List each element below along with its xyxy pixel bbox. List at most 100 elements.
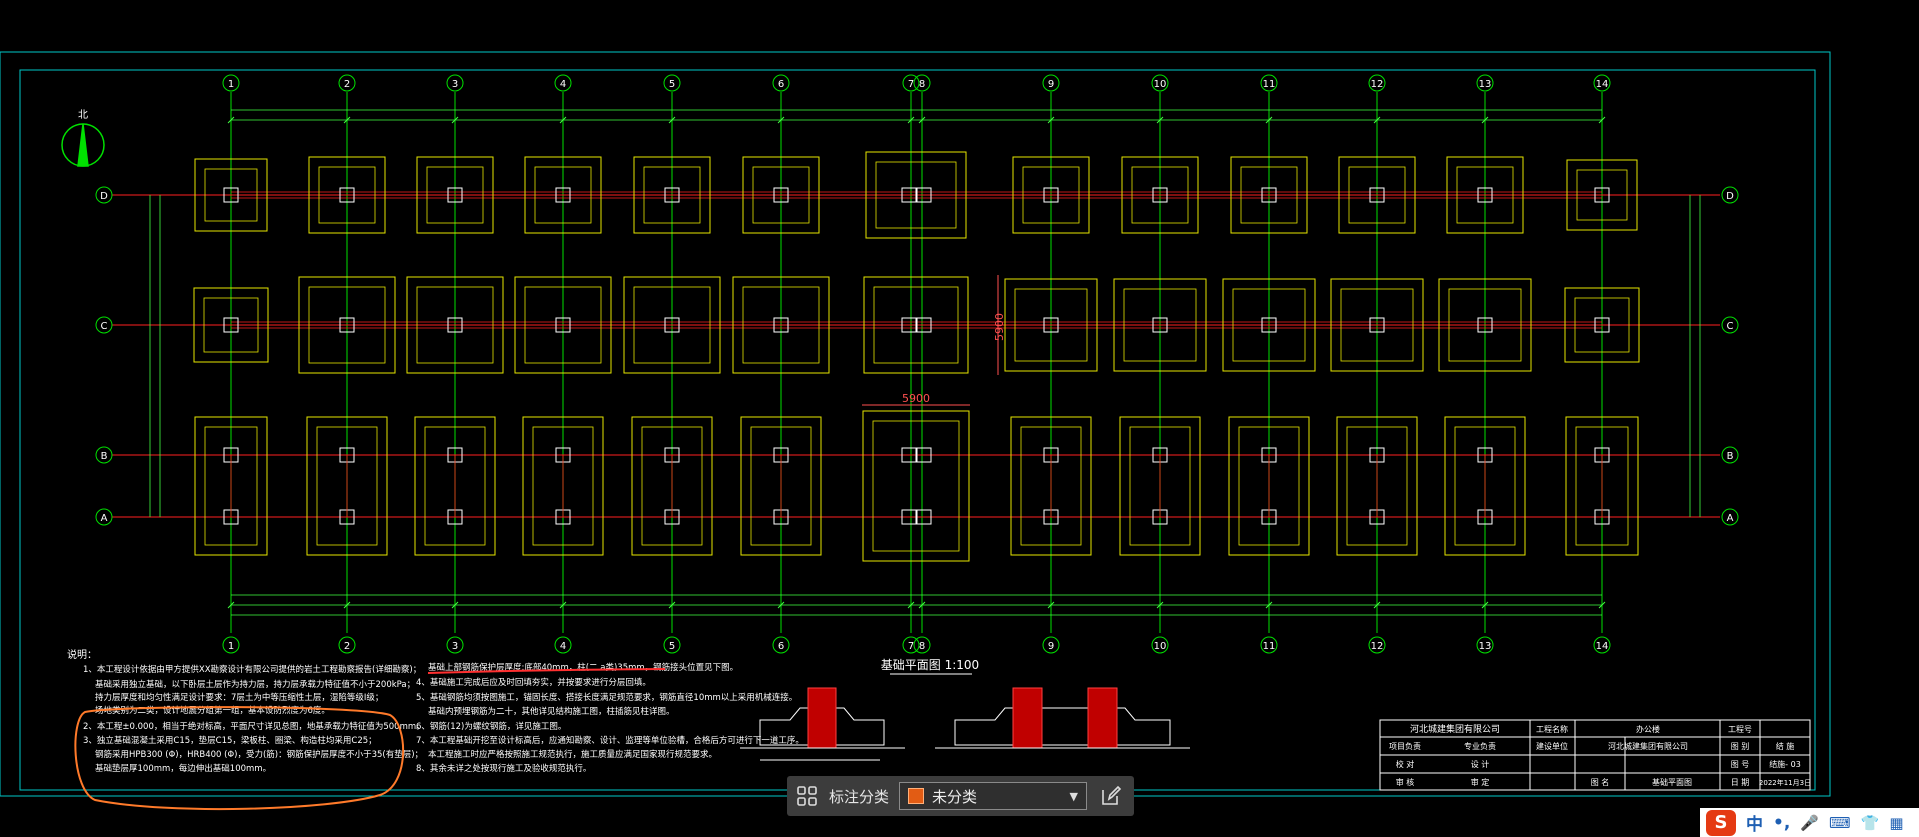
tb-drawing-label: 图 别 bbox=[1731, 742, 1750, 751]
note-line: 基础上部钢筋保护层厚度:底部40mm，柱(二 a类)35mm，钢筋接头位置见下图… bbox=[428, 662, 738, 673]
column bbox=[916, 187, 932, 203]
column bbox=[1477, 317, 1493, 333]
footing-row-d-step bbox=[1131, 166, 1189, 224]
footing-row-c-step bbox=[1232, 288, 1306, 362]
axis-bubble bbox=[1721, 316, 1739, 334]
title-block-text: 河北城建集团有限公司 工程名称 办公楼 工程号 建设单位 河北城建集团有限公司 … bbox=[1389, 723, 1811, 787]
column bbox=[447, 187, 463, 203]
axis-letter: A bbox=[101, 513, 108, 524]
footing-row-ba-step bbox=[1346, 426, 1408, 546]
grid-icon[interactable] bbox=[795, 784, 819, 808]
annotation-toolbar: 标注分类 未分类 ▼ bbox=[787, 776, 1134, 816]
tb-role: 审 核 bbox=[1396, 777, 1415, 787]
column bbox=[773, 317, 789, 333]
category-select[interactable]: 未分类 ▼ bbox=[899, 782, 1088, 810]
axis-bubble bbox=[1151, 74, 1169, 92]
axis-bubble bbox=[1721, 508, 1739, 526]
axis-number: 11 bbox=[1263, 79, 1276, 90]
note-line: 钢筋采用HPB300 (Φ)，HRB400 (Φ)，受力(筋)：钢筋保护层厚度不… bbox=[95, 749, 423, 760]
dimension-tick bbox=[918, 601, 926, 609]
axis-number: 8 bbox=[919, 79, 925, 90]
ime-toolbar: S 中 •, 🎤 ⌨ 👕 ▦ bbox=[1700, 808, 1919, 837]
note-line: 8、其余未详之处按现行施工及验收规范执行。 bbox=[416, 763, 591, 774]
dimension-tick bbox=[907, 116, 915, 124]
axis-bubble bbox=[663, 74, 681, 92]
axis-number: 14 bbox=[1596, 641, 1609, 652]
footing-row-ba bbox=[1444, 416, 1526, 556]
microphone-icon[interactable]: 🎤 bbox=[1800, 813, 1820, 832]
tb-role: 设 计 bbox=[1471, 759, 1490, 769]
category-color-swatch bbox=[908, 788, 925, 804]
footing-row-ba bbox=[306, 416, 388, 556]
dimension-tick bbox=[1265, 116, 1273, 124]
footing-row-ba-step bbox=[1238, 426, 1300, 546]
dimension-tick bbox=[907, 601, 915, 609]
footing-row-d-step bbox=[204, 168, 258, 222]
note-line: 基础采用独立基础，以下卧层土层作为持力层，持力层承载力特征值不小于200kPa； bbox=[95, 679, 415, 690]
footing-row-ba bbox=[194, 416, 268, 556]
footing-row-d bbox=[742, 156, 820, 234]
ime-mode-toggle[interactable]: 中 bbox=[1746, 815, 1763, 835]
axis-number: 13 bbox=[1479, 79, 1492, 90]
axis-bubble bbox=[772, 74, 790, 92]
ime-punct-toggle[interactable]: •, bbox=[1773, 812, 1791, 833]
column bbox=[664, 187, 680, 203]
markup-ellipse bbox=[74, 706, 405, 811]
axis-bubble bbox=[913, 74, 931, 92]
footing-row-d-step bbox=[1348, 166, 1406, 224]
axis-number: 2 bbox=[344, 641, 350, 652]
tb-role: 专业负责 bbox=[1464, 741, 1496, 751]
dimension-tick bbox=[918, 116, 926, 124]
note-line: 持力层厚度和均匀性满足设计要求：7层土为中等压缩性土层，湿陷等级Ⅰ级； bbox=[95, 692, 383, 703]
footing-row-d bbox=[1230, 156, 1308, 234]
column bbox=[773, 187, 789, 203]
tb-drawing-value: 结 施 bbox=[1776, 741, 1795, 751]
footing-row-c bbox=[1438, 278, 1532, 372]
footing-row-ba-step bbox=[204, 426, 258, 546]
tb-role: 审 定 bbox=[1471, 777, 1490, 787]
axis-bubble bbox=[1593, 636, 1611, 654]
axis-bubble bbox=[1368, 74, 1386, 92]
footing-row-c-step bbox=[203, 297, 259, 353]
column bbox=[555, 187, 571, 203]
axis-number: 1 bbox=[228, 79, 234, 90]
keyboard-icon[interactable]: ⌨ bbox=[1829, 813, 1851, 832]
column bbox=[223, 317, 239, 333]
axis-number: 11 bbox=[1263, 641, 1276, 652]
dimension-tick bbox=[1481, 601, 1489, 609]
axis-bubble bbox=[1476, 636, 1494, 654]
axis-letter: B bbox=[101, 451, 108, 462]
note-line: 4、基础施工完成后应及时回填夯实，并按要求进行分层回填。 bbox=[416, 677, 651, 688]
footing-row-ba bbox=[740, 416, 822, 556]
footing-row-d-step bbox=[752, 166, 810, 224]
footing-row-d bbox=[865, 151, 967, 239]
axis-bubble bbox=[1151, 636, 1169, 654]
column bbox=[1369, 317, 1385, 333]
axis-bubble bbox=[95, 508, 113, 526]
axis-number: 4 bbox=[560, 641, 566, 652]
sogou-logo-icon[interactable]: S bbox=[1706, 809, 1736, 836]
footing-row-c bbox=[1564, 287, 1640, 363]
footing-row-ba bbox=[631, 416, 713, 556]
dimension-tick bbox=[559, 601, 567, 609]
dimension-tick bbox=[668, 116, 676, 124]
axis-number: 3 bbox=[452, 79, 458, 90]
axis-number: 5 bbox=[669, 79, 675, 90]
axis-bubble bbox=[1593, 74, 1611, 92]
axis-number: 9 bbox=[1048, 641, 1054, 652]
menu-grid-icon[interactable]: ▦ bbox=[1889, 813, 1904, 832]
dimension-tick bbox=[559, 116, 567, 124]
dimension-tick bbox=[1265, 601, 1273, 609]
skin-icon[interactable]: 👕 bbox=[1860, 813, 1880, 832]
dimension-tick bbox=[1598, 116, 1606, 124]
footing-row-c-step bbox=[416, 286, 494, 364]
axis-bubble bbox=[554, 636, 572, 654]
footing-row-c-step bbox=[1574, 297, 1630, 353]
axis-bubble bbox=[338, 74, 356, 92]
note-line: 7、本工程基础开挖至设计标高后，应通知勘察、设计、监理等单位验槽，合格后方可进行… bbox=[416, 735, 804, 746]
axis-bubble bbox=[663, 636, 681, 654]
plan-title: 基础平面图 1:100 bbox=[881, 658, 979, 672]
edit-note-icon[interactable] bbox=[1097, 782, 1125, 810]
tb-no-value: 结施- 03 bbox=[1769, 759, 1801, 769]
